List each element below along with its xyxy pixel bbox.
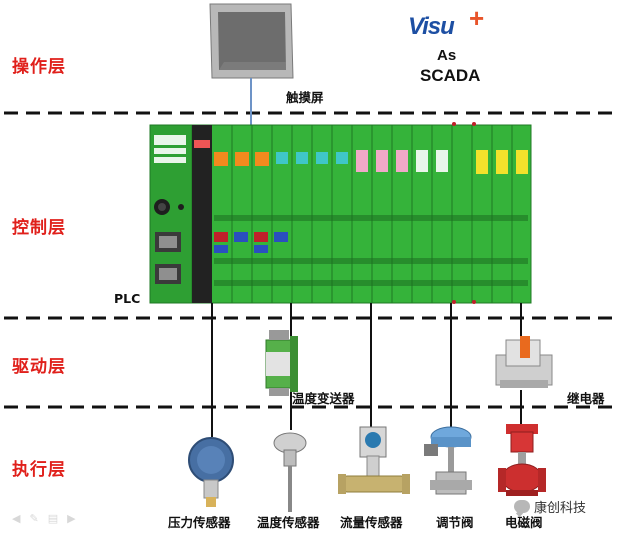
label-pressure-sensor: 压力传感器 [168,515,231,530]
temp-sensor-device [273,432,307,512]
solenoid-valve-device [498,424,546,496]
label-relay: 继电器 [567,391,605,406]
temp-transmitter-device [265,330,298,396]
menu-icon[interactable]: ▤ [47,512,59,525]
software-line-as: As [437,47,457,64]
plc-module-indicators [214,150,528,174]
plc-power-module [192,125,212,303]
label-temp-sensor: 温度传感器 [257,515,320,530]
wechat-icon [514,500,530,513]
software-line-scada: SCADA [420,66,481,85]
plc-terminal-colors [214,232,288,253]
slide-controls: ◀ ✎ ▤ ▶ [12,512,76,525]
label-control-valve: 调节阀 [436,515,474,530]
signal-wires [211,303,522,437]
arrow-left-icon[interactable]: ◀ [12,512,21,525]
plc-rack [149,122,532,304]
visu-brand-plus: + [469,3,485,33]
watermark-text: 康创科技 [534,501,587,516]
label-touchscreen: 触摸屏 [286,90,324,105]
plc-io-slices [231,125,513,303]
relay-device [495,336,553,388]
plc-terminals [214,215,528,286]
pressure-sensor-device [188,437,234,507]
arrow-right-icon[interactable]: ▶ [67,512,76,525]
watermark: 康创科技 [514,497,586,516]
pen-icon[interactable]: ✎ [29,512,39,525]
layer-label-execution: 执行层 [12,460,66,480]
label-flow-sensor: 流量传感器 [340,515,403,530]
touchscreen-monitor [209,3,294,79]
label-temp-transmitter: 温度变送器 [292,391,355,406]
layer-label-drive: 驱动层 [12,357,66,377]
layer-label-operation: 操作层 [12,57,66,77]
label-solenoid-valve: 电磁阀 [505,515,543,530]
flow-sensor-device [338,426,410,494]
label-plc: PLC [114,291,141,306]
visu-brand-text: Visu [408,13,455,40]
layer-label-control: 控制层 [12,218,66,238]
control-valve-device [424,426,472,495]
